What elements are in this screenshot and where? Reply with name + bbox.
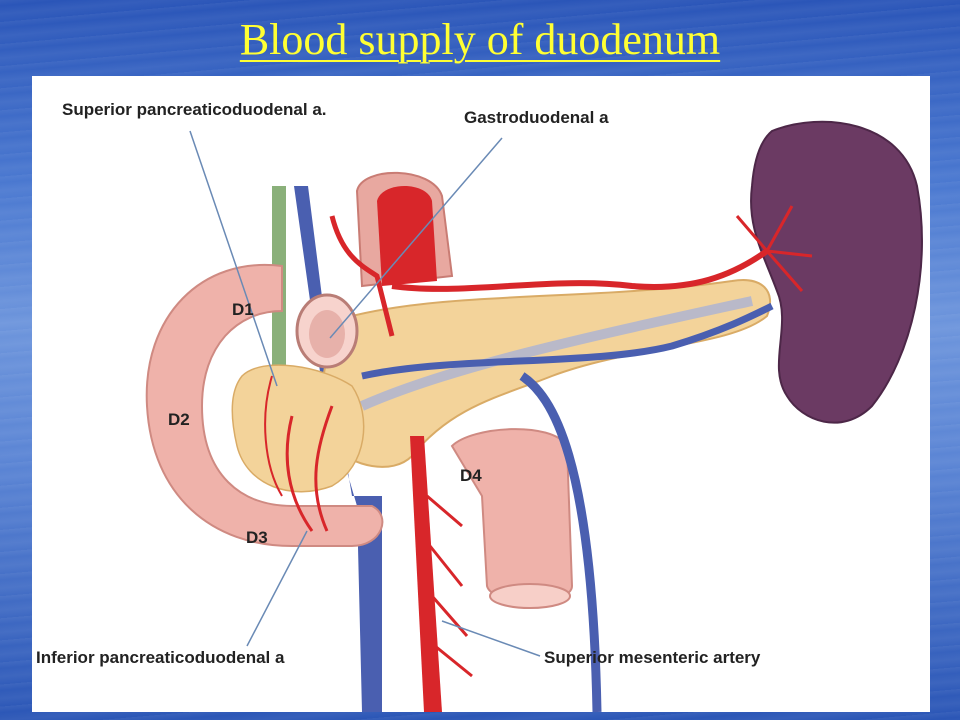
aorta-top <box>377 186 437 286</box>
duodenum <box>145 263 384 547</box>
jejunum-opening <box>489 583 571 609</box>
label-d1: D1 <box>232 300 254 319</box>
splenic-artery <box>391 248 769 292</box>
label-superior-pancreaticoduodenal: Superior pancreaticoduodenal a. <box>62 100 327 119</box>
duodenum-blood-supply-figure: Superior pancreaticoduodenal a. Gastrodu… <box>32 76 930 712</box>
label-d4: D4 <box>460 466 482 485</box>
label-gastroduodenal: Gastroduodenal a <box>464 108 609 127</box>
gastroduodenal-artery <box>329 215 395 337</box>
leader-superior-pd <box>189 130 278 387</box>
superior-mesenteric-vein <box>519 372 602 712</box>
duodenum-d4 <box>450 428 574 602</box>
leader-gastroduodenal <box>329 137 503 339</box>
label-superior-mesenteric-artery: Superior mesenteric artery <box>544 648 761 667</box>
label-d3: D3 <box>246 528 268 547</box>
label-d2: D2 <box>168 410 190 429</box>
splenic-vein <box>361 302 774 380</box>
leader-sma <box>441 620 541 657</box>
slide-title: Blood supply of duodenum <box>239 15 721 64</box>
superior-mesenteric-artery <box>410 436 442 712</box>
pancreas-head <box>231 364 365 493</box>
spleen <box>750 120 923 424</box>
pancreatic-duct <box>359 296 754 411</box>
label-inferior-pancreaticoduodenal: Inferior pancreaticoduodenal a <box>36 648 285 667</box>
leader-inferior-pd <box>246 530 308 647</box>
anatomy-illustration <box>145 120 923 712</box>
